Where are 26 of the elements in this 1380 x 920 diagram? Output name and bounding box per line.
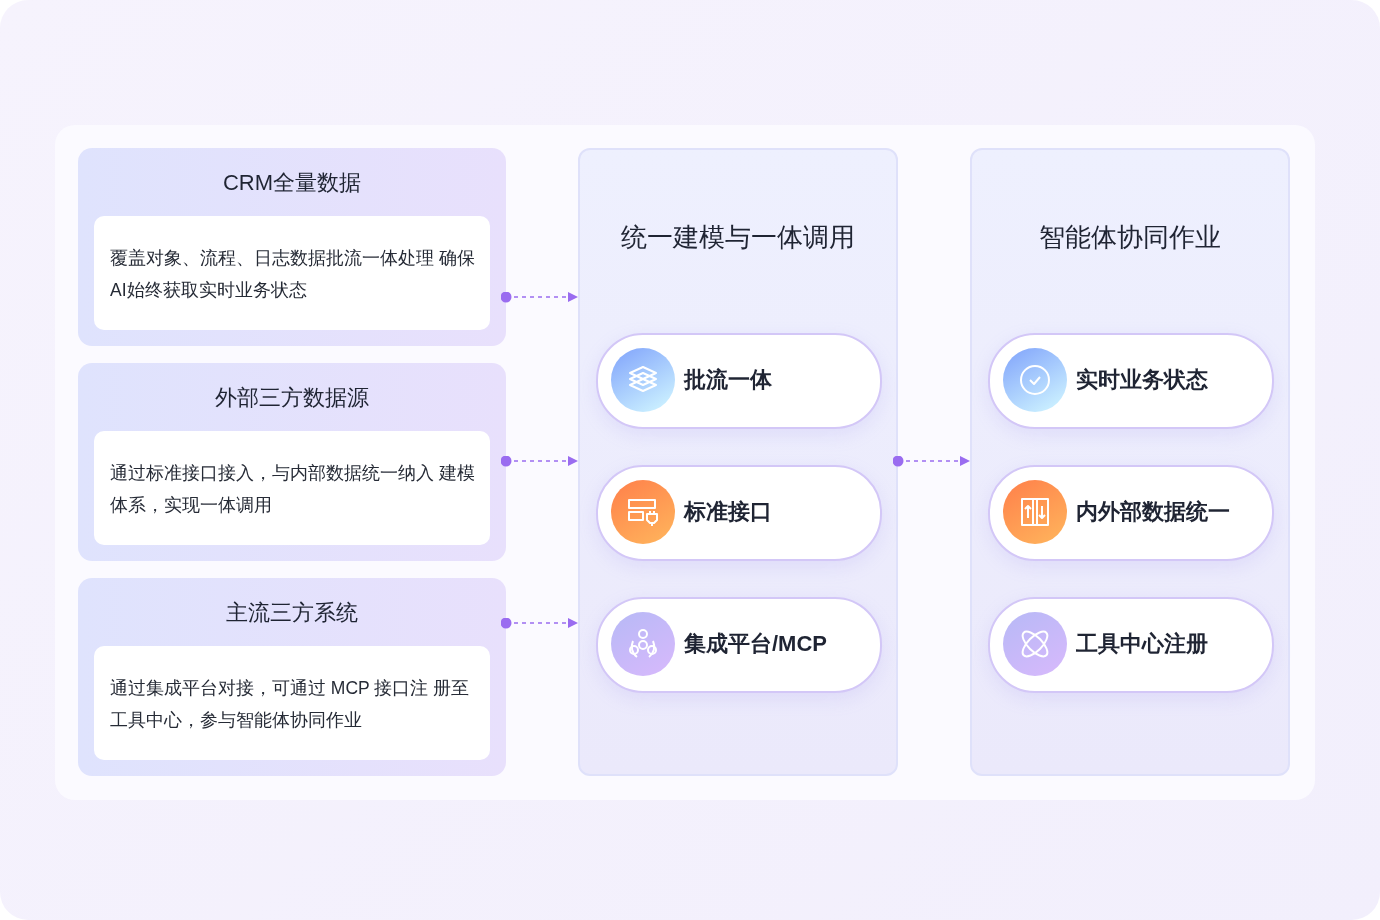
description-box xyxy=(94,646,490,760)
heading: CRM全量数据 xyxy=(221,169,363,197)
source-card xyxy=(78,148,506,346)
feature-label: 实时业务状态 xyxy=(1076,366,1208,394)
feature-label: 批流一体 xyxy=(684,366,772,394)
description-text: 通过标准接口接入，与内部数据统一纳入 建模体系，实现一体调用 xyxy=(110,462,476,517)
dotted-arrow xyxy=(500,291,579,303)
feature-label: 内外部数据统一 xyxy=(1076,498,1230,526)
dotted-arrow xyxy=(500,617,579,629)
column-panel xyxy=(578,148,898,776)
heading: 智能体协同作业 xyxy=(1038,221,1222,254)
column-panel xyxy=(970,148,1290,776)
feature-label: 集成平台/MCP xyxy=(684,630,827,658)
heading: 主流三方系统 xyxy=(225,599,359,627)
feature-label: 标准接口 xyxy=(684,498,772,526)
description-text: 覆盖对象、流程、日志数据批流一体处理 确保AI始终获取实时业务状态 xyxy=(110,247,476,302)
description-box xyxy=(94,431,490,545)
source-card xyxy=(78,363,506,561)
description-box xyxy=(94,216,490,330)
description-text: 通过集成平台对接，可通过 MCP 接口注 册至工具中心，参与智能体协同作业 xyxy=(110,677,471,732)
feature-label: 工具中心注册 xyxy=(1076,630,1208,658)
heading: 外部三方数据源 xyxy=(214,384,370,412)
dotted-arrow xyxy=(892,455,971,467)
heading: 统一建模与一体调用 xyxy=(620,221,856,254)
dotted-arrow xyxy=(500,455,579,467)
source-card xyxy=(78,578,506,776)
